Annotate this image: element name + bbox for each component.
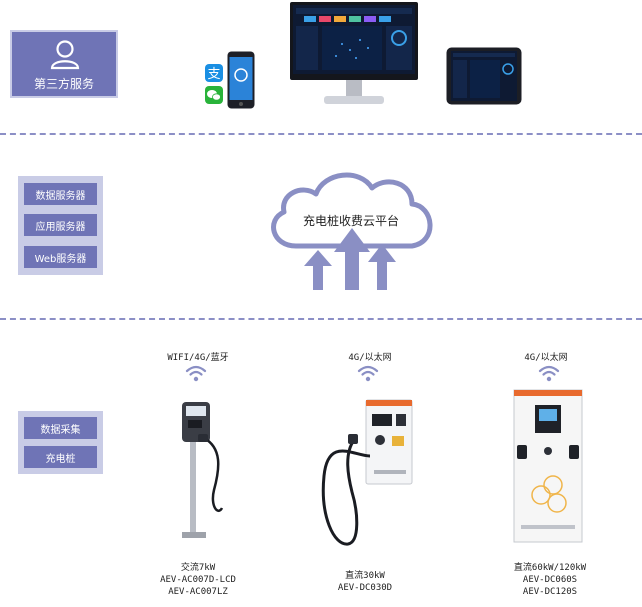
dc60-charger-caption-line: 直流60kW/120kW <box>513 563 587 573</box>
user-icon <box>50 40 80 70</box>
cloud-icon <box>271 172 433 249</box>
dc60-charger-caption-line: AEV-DC120S <box>522 587 578 597</box>
cloud-platform-label: 充电桩收费云平台 <box>302 214 399 228</box>
ac-charger-caption: 交流7kW AEV-AC007D-LCD AEV-AC007LZ <box>138 562 258 598</box>
collection-stack: 数据采集 充电桩 <box>18 411 103 474</box>
smartphone-icon <box>227 51 255 109</box>
network-label-ac: WIFI/4G/蓝牙 <box>167 353 229 363</box>
wifi-icon <box>357 365 379 382</box>
wechat-icon <box>205 86 223 104</box>
data-collection-box: 数据采集 <box>24 417 97 439</box>
network-label-dc30: 4G/以太网 <box>348 353 392 363</box>
web-server-box: Web服务器 <box>24 246 97 268</box>
network-label-dc60: 4G/以太网 <box>524 353 568 363</box>
ac-charger-caption-line: 交流7kW <box>180 563 216 573</box>
dc60-charger-caption-line: AEV-DC060S <box>522 575 578 585</box>
svg-text:支: 支 <box>207 67 220 82</box>
monitor-icon <box>290 2 418 104</box>
charging-pile-box: 充电桩 <box>24 446 97 468</box>
ac-charger-caption-line: AEV-AC007LZ <box>168 587 228 597</box>
dc30-charger-caption: 直流30kW AEV-DC030D <box>310 570 420 594</box>
alipay-icon: 支 <box>205 64 223 82</box>
app-server-box: 应用服务器 <box>24 214 97 236</box>
third-party-label: 第三方服务 <box>33 77 94 91</box>
dc60-charger-caption: 直流60kW/120kW AEV-DC060S AEV-DC120S <box>490 562 610 598</box>
wifi-icon <box>185 365 207 382</box>
dc60-charger-image <box>513 389 583 543</box>
ac-charger-image <box>182 402 224 538</box>
dc30-charger-image <box>321 399 413 546</box>
tablet-icon <box>446 47 522 105</box>
divider-bottom <box>0 318 642 320</box>
upload-arrows-icon <box>304 228 396 290</box>
data-server-box: 数据服务器 <box>24 183 97 205</box>
server-stack: 数据服务器 应用服务器 Web服务器 <box>18 176 103 275</box>
ac-charger-caption-line: AEV-AC007D-LCD <box>160 575 236 585</box>
third-party-service-box: 第三方服务 <box>10 30 118 98</box>
dc30-charger-caption-line: AEV-DC030D <box>337 583 393 593</box>
divider-top <box>0 133 642 135</box>
wifi-icon <box>538 365 560 382</box>
dc30-charger-caption-line: 直流30kW <box>345 571 385 581</box>
